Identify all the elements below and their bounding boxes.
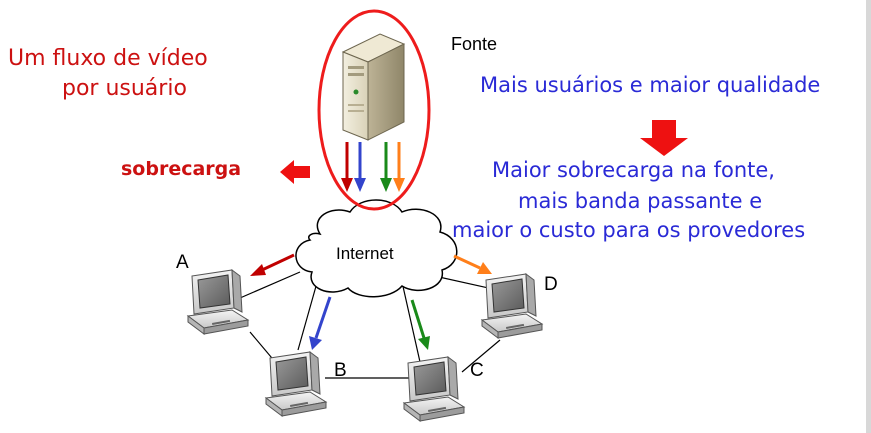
server-icon <box>341 33 406 141</box>
cloud-label: Internet <box>336 244 394 263</box>
node-b-label: B <box>334 360 347 381</box>
video-streams <box>341 142 405 192</box>
left-note-line1: Um fluxo de vídeo <box>8 46 208 71</box>
stream-green-arrow <box>380 142 392 192</box>
overload-label: sobrecarga <box>121 158 242 180</box>
stream-to-a-arrow <box>250 253 295 276</box>
computer-b-icon <box>265 351 327 417</box>
stream-to-d-arrow <box>453 254 492 274</box>
node-c-label: C <box>470 360 484 381</box>
stream-blue-arrow <box>354 142 366 192</box>
down-block-arrow-icon <box>640 120 688 156</box>
computer-a-icon <box>187 269 249 335</box>
stream-to-c-arrow <box>410 299 430 350</box>
left-note-line2: por usuário <box>62 76 187 101</box>
right-note-line3: mais banda passante e <box>518 189 763 213</box>
computer-d-icon <box>481 273 543 339</box>
right-note-line2: Maior sobrecarga na fonte, <box>492 158 775 182</box>
stream-orange-arrow <box>393 142 405 192</box>
node-a-label: A <box>176 252 189 273</box>
stream-red-arrow <box>341 142 353 192</box>
client-stream-arrows <box>250 253 492 350</box>
overload-arrow-icon <box>280 160 310 184</box>
source-label: Fonte <box>451 34 498 54</box>
source-highlight-ellipse <box>317 9 431 211</box>
computer-c-icon <box>403 356 465 422</box>
right-note-line4: maior o custo para os provedores <box>452 218 806 242</box>
internet-cloud <box>295 199 458 298</box>
stream-to-b-arrow <box>309 296 332 350</box>
right-note-line1: Mais usuários e maior qualidade <box>480 73 821 97</box>
slide-right-edge <box>866 0 871 433</box>
node-d-label: D <box>544 274 558 295</box>
